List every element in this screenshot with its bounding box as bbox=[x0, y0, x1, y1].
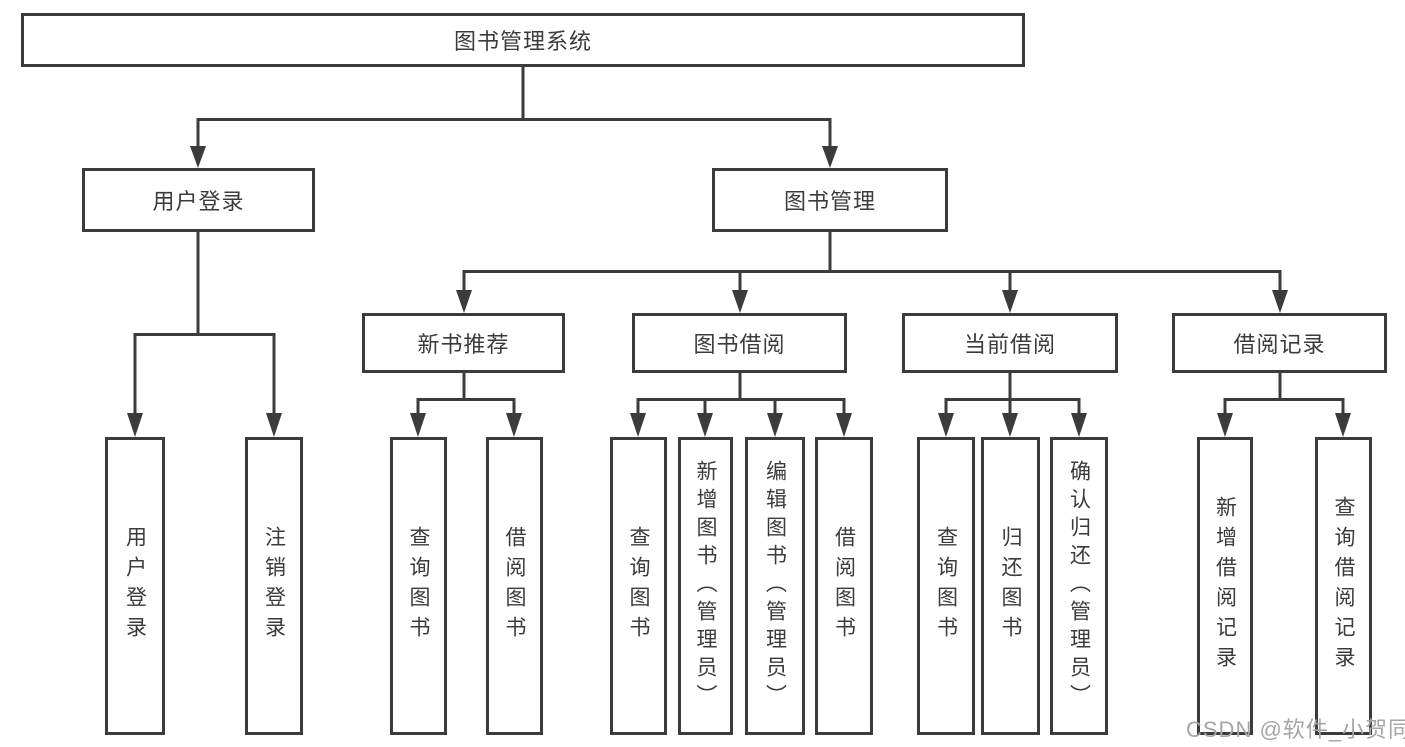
node-cb-confirm-return-admin: 确认归还（管理员） bbox=[1050, 437, 1108, 735]
node-bb-query-books: 查询图书 bbox=[610, 437, 667, 735]
node-bb-edit-books-admin: 编辑图书（管理员） bbox=[745, 437, 805, 735]
node-book-borrowing: 图书借阅 bbox=[632, 313, 847, 373]
node-br-add-record: 新增借阅记录 bbox=[1197, 437, 1253, 735]
node-new-book-recommend: 新书推荐 bbox=[362, 313, 565, 373]
node-cb-return-books: 归还图书 bbox=[981, 437, 1040, 735]
node-bb-borrow-books: 借阅图书 bbox=[815, 437, 873, 735]
node-nbr-query-books: 查询图书 bbox=[390, 437, 447, 735]
watermark: CSDN @软件_小贺同学 bbox=[1186, 717, 1405, 742]
node-user-login: 用户登录 bbox=[82, 168, 315, 232]
node-library-system: 图书管理系统 bbox=[21, 13, 1025, 67]
node-cb-query-books: 查询图书 bbox=[917, 437, 975, 735]
node-bb-add-books-admin: 新增图书（管理员） bbox=[678, 437, 733, 735]
node-br-query-record: 查询借阅记录 bbox=[1315, 437, 1372, 735]
node-logout-action: 注销登录 bbox=[245, 437, 303, 735]
node-user-login-action: 用户登录 bbox=[105, 437, 165, 735]
node-current-borrowing: 当前借阅 bbox=[902, 313, 1118, 373]
node-borrowing-records: 借阅记录 bbox=[1172, 313, 1387, 373]
node-book-management: 图书管理 bbox=[712, 168, 948, 232]
arrowheads bbox=[127, 146, 1351, 437]
node-nbr-borrow-books: 借阅图书 bbox=[486, 437, 543, 735]
